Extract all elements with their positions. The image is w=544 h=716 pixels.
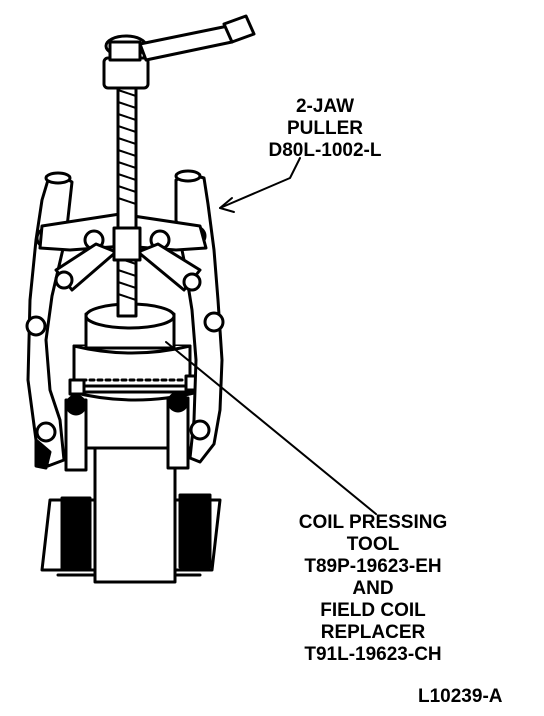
coil-label-line-2: TOOL bbox=[346, 534, 400, 555]
coil-label-line-1: COIL PRESSING bbox=[298, 512, 448, 533]
ratchet-handle bbox=[138, 14, 256, 62]
coil-tool-label: COIL PRESSING TOOL T89P-19623-EH AND FIE… bbox=[278, 512, 468, 666]
figure-id: L10239-A bbox=[418, 686, 503, 707]
support-pins bbox=[64, 374, 202, 472]
puller-label-line-2: PULLER bbox=[287, 118, 363, 139]
puller-label-line-3: D80L-1002-L bbox=[268, 140, 382, 161]
puller-label-line-1: 2-JAW bbox=[295, 96, 355, 117]
coil-label-line-5: FIELD COIL bbox=[320, 600, 426, 621]
leader-lines bbox=[165, 157, 377, 515]
coil-label-line-7: T91L-19623-CH bbox=[304, 644, 442, 665]
coil-label-line-3: T89P-19623-EH bbox=[304, 556, 442, 577]
puller-label: 2-JAW PULLER D80L-1002-L bbox=[250, 96, 400, 162]
coil-label-line-6: REPLACER bbox=[320, 622, 426, 643]
coil-label-line-4: AND bbox=[352, 578, 394, 599]
forcing-screw bbox=[102, 34, 150, 318]
